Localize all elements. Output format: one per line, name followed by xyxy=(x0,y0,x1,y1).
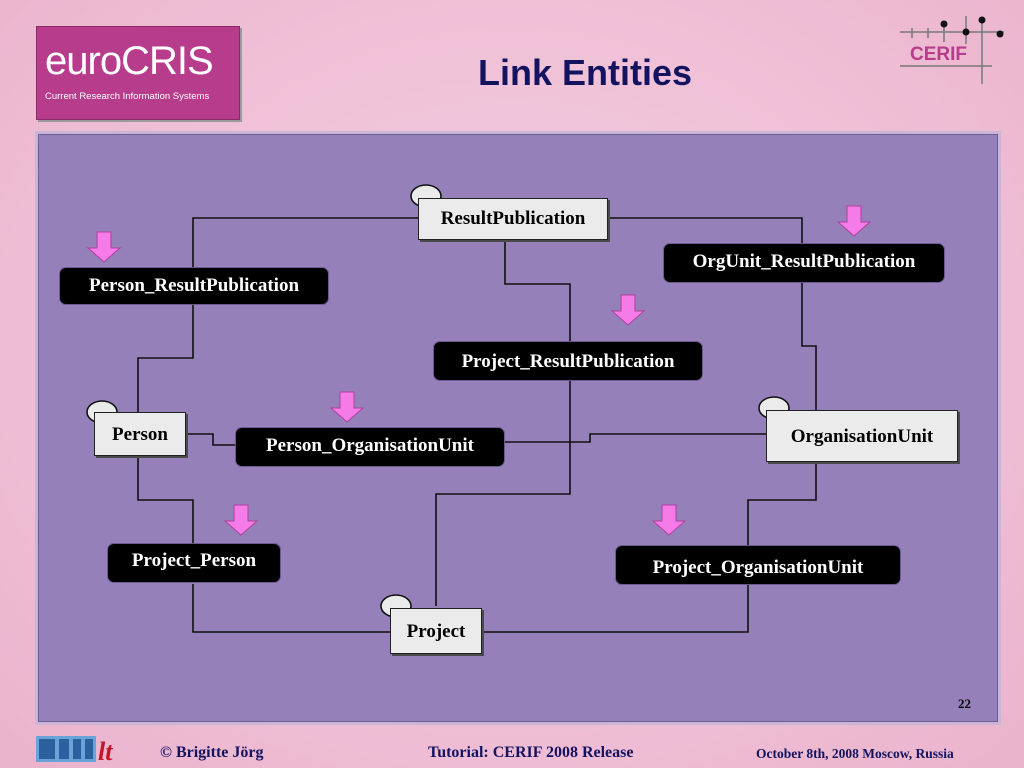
footer-tutorial: Tutorial: CERIF 2008 Release xyxy=(428,744,634,761)
arrow-down-icon-project-resultpublication xyxy=(610,294,646,326)
connector-projectorgunit-project xyxy=(484,584,749,633)
page-number: 22 xyxy=(958,696,971,711)
link-project-organisationunit: Project_OrganisationUnit xyxy=(616,546,900,584)
connector-resultpub-person xyxy=(192,217,418,269)
link-project-resultpublication: Project_ResultPublication xyxy=(434,342,702,380)
connector-resultpub-projectresultpub xyxy=(504,238,571,342)
connector-projectperson-project xyxy=(192,584,390,633)
footer-date-place: October 8th, 2008 Moscow, Russia xyxy=(756,746,954,761)
arrow-down-icon-project-person xyxy=(223,504,259,536)
arrow-down-icon-orgunit-resultpublication xyxy=(836,205,872,237)
link-orgunit-resultpublication: OrgUnit_ResultPublication xyxy=(664,244,944,282)
entity-resultpublication: ResultPublication xyxy=(418,198,608,240)
arrow-down-icon-project-organisationunit xyxy=(651,504,687,536)
connector-person-personresultpub xyxy=(137,304,194,414)
arrow-down-icon-person-resultpublication xyxy=(86,231,122,263)
entity-organisationunit: OrganisationUnit xyxy=(766,410,958,462)
logo-text-euro: euro xyxy=(45,39,122,83)
link-person-organisationunit: Person_OrganisationUnit xyxy=(236,428,504,466)
connector-orgunit-projectorgunit xyxy=(747,462,817,548)
connector-person-projectperson xyxy=(137,456,194,546)
eurocris-logo-wordmark: euroCRIS xyxy=(45,37,214,85)
cerif-logo-text: CERIF xyxy=(910,44,967,65)
connector-person-personorgunit xyxy=(186,433,238,446)
eurocris-logo: euroCRIS Current Research Information Sy… xyxy=(36,26,240,120)
dfki-logo: lt xyxy=(36,736,113,764)
connector-orgunitresultpub-orgunit xyxy=(801,281,817,410)
footer-author: © Brigitte Jörg xyxy=(160,744,264,761)
link-person-resultpublication: Person_ResultPublication xyxy=(60,268,328,304)
entity-project: Project xyxy=(390,608,482,654)
diagram-connectors xyxy=(86,184,872,633)
svg-text:lt: lt xyxy=(98,737,113,764)
cerif-logo: CERIF xyxy=(900,16,1004,84)
entity-person: Person xyxy=(94,412,186,456)
connector-projectresultpub-project xyxy=(435,380,571,606)
link-project-person: Project_Person xyxy=(108,544,280,582)
slide-title: Link Entities xyxy=(477,52,693,93)
arrow-down-icon-person-organisationunit xyxy=(329,391,365,423)
connector-personorgunit-orgunit xyxy=(502,433,766,443)
logo-text-cris: CRIS xyxy=(121,39,214,83)
connector-resultpub-orgunitresultpub xyxy=(608,217,803,246)
eurocris-logo-subtitle: Current Research Information Systems xyxy=(45,91,210,102)
